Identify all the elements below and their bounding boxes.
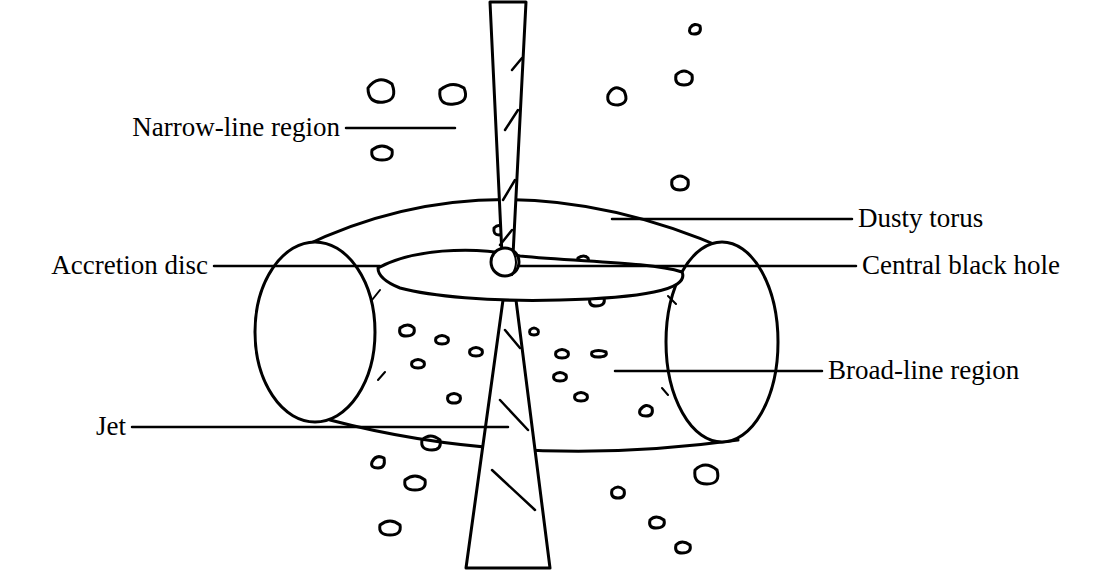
jet-spiral (492, 330, 535, 510)
region-label: Dusty torus (858, 203, 983, 234)
narrow-line-cloud (368, 24, 718, 553)
region-label: Broad-line region (828, 355, 1019, 386)
region-label: Accretion disc (51, 250, 208, 281)
region-label: Central black hole (862, 250, 1060, 281)
jet (466, 300, 550, 568)
jet-spiral (500, 58, 522, 245)
torus-end (255, 242, 375, 422)
region-label: Jet (96, 411, 126, 442)
leader-line (132, 128, 856, 427)
region-label: Narrow-line region (132, 112, 340, 143)
accretion-disc (378, 250, 683, 300)
black-hole-detail (512, 250, 516, 275)
black-hole (491, 248, 519, 276)
jet (490, 2, 526, 255)
